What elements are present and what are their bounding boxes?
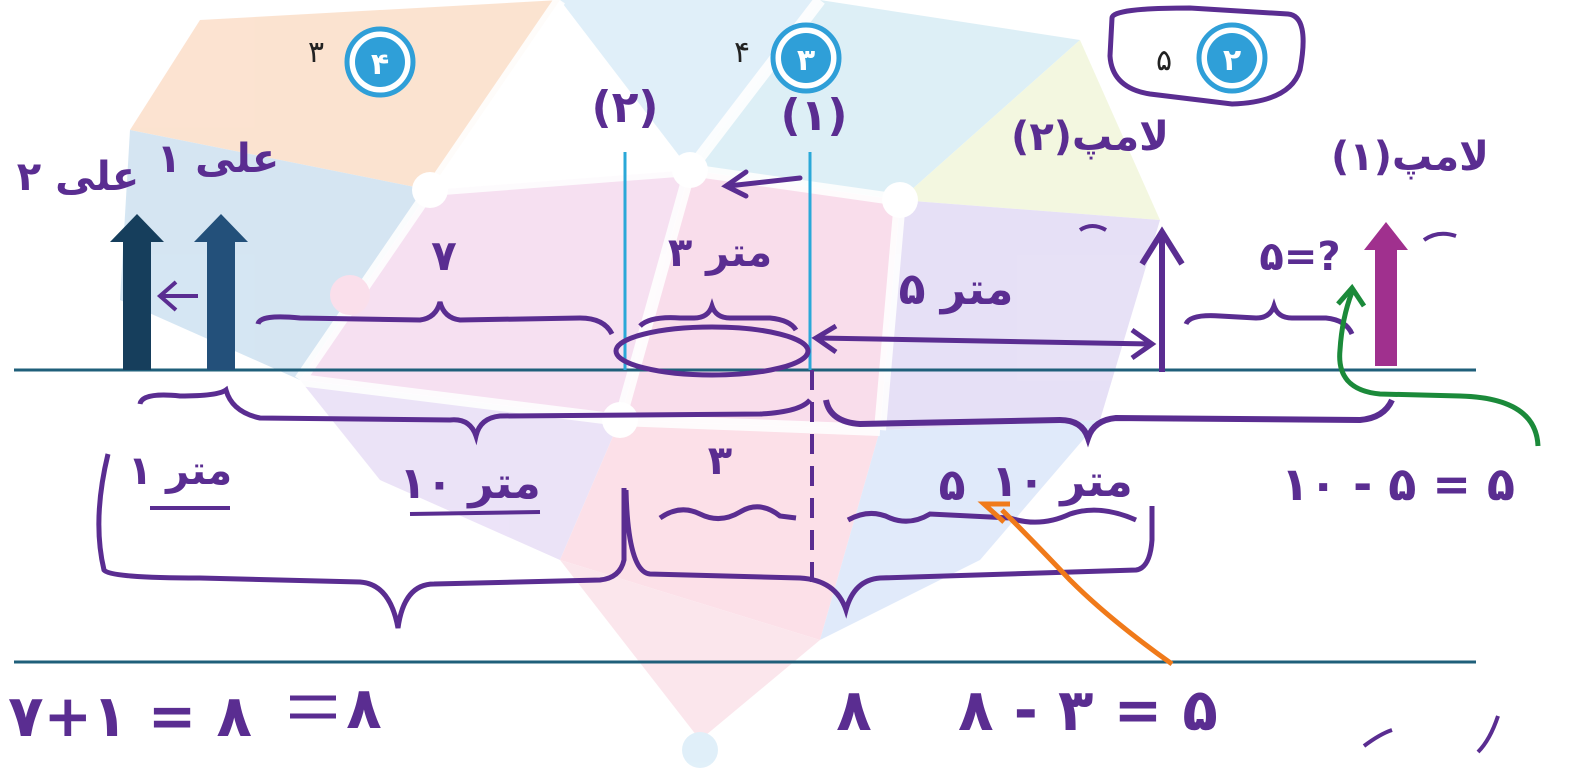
lamp-2-label: لامپ(۲): [1011, 114, 1169, 160]
lamp-gap-unknown: ۵=?: [1259, 234, 1340, 280]
badge-2: ۲ ۵: [1110, 8, 1303, 104]
equation-bottom-sum: ۷+۱ = ۸: [8, 682, 252, 750]
distance-right-large: ۱۰ متر: [991, 456, 1133, 507]
distance-left-small: ۱ متر: [128, 448, 232, 494]
badge-number: ۴: [371, 47, 389, 82]
curved-arrow-icon: [984, 504, 1172, 664]
lamp-1-label: لامپ(۱): [1331, 134, 1489, 180]
distance-right-small: ۵: [939, 460, 966, 511]
up-arrow-icon: [1364, 222, 1408, 366]
brace-lamp-gap: [1186, 306, 1352, 334]
curved-arrow-icon: [1338, 288, 1538, 446]
equation-bottom-difference: ۸ - ۳ = ۵: [958, 676, 1218, 744]
ali-2-label: علی ۲: [17, 154, 139, 200]
distance-ali-mirror: ۷: [431, 231, 457, 280]
badge-number: ۳: [797, 43, 815, 78]
ali-1-label: علی ۱: [157, 136, 279, 182]
equation-right-subtraction: ۱۰ - ۵ = ۵: [1281, 457, 1515, 511]
mirror-2-label: (۲): [591, 82, 658, 133]
page-number: ۴: [734, 35, 750, 70]
equation-bottom-result-eight: ۸: [346, 674, 381, 742]
distance-between-mirrors: ۳ متر: [668, 230, 772, 276]
page-number: ۳: [308, 35, 324, 70]
page-number: ۵: [1156, 43, 1172, 78]
up-arrow-icon: [1142, 232, 1182, 372]
distance-middle: ۳: [708, 438, 732, 484]
badge-number: ۲: [1223, 43, 1241, 78]
mirror-1-label: (۱): [780, 90, 847, 141]
equation-bottom-eight: ۸: [836, 676, 871, 744]
distance-mirror-lamp: ۵ متر: [899, 264, 1014, 315]
distance-left-large: ۱۰ متر: [399, 458, 541, 509]
